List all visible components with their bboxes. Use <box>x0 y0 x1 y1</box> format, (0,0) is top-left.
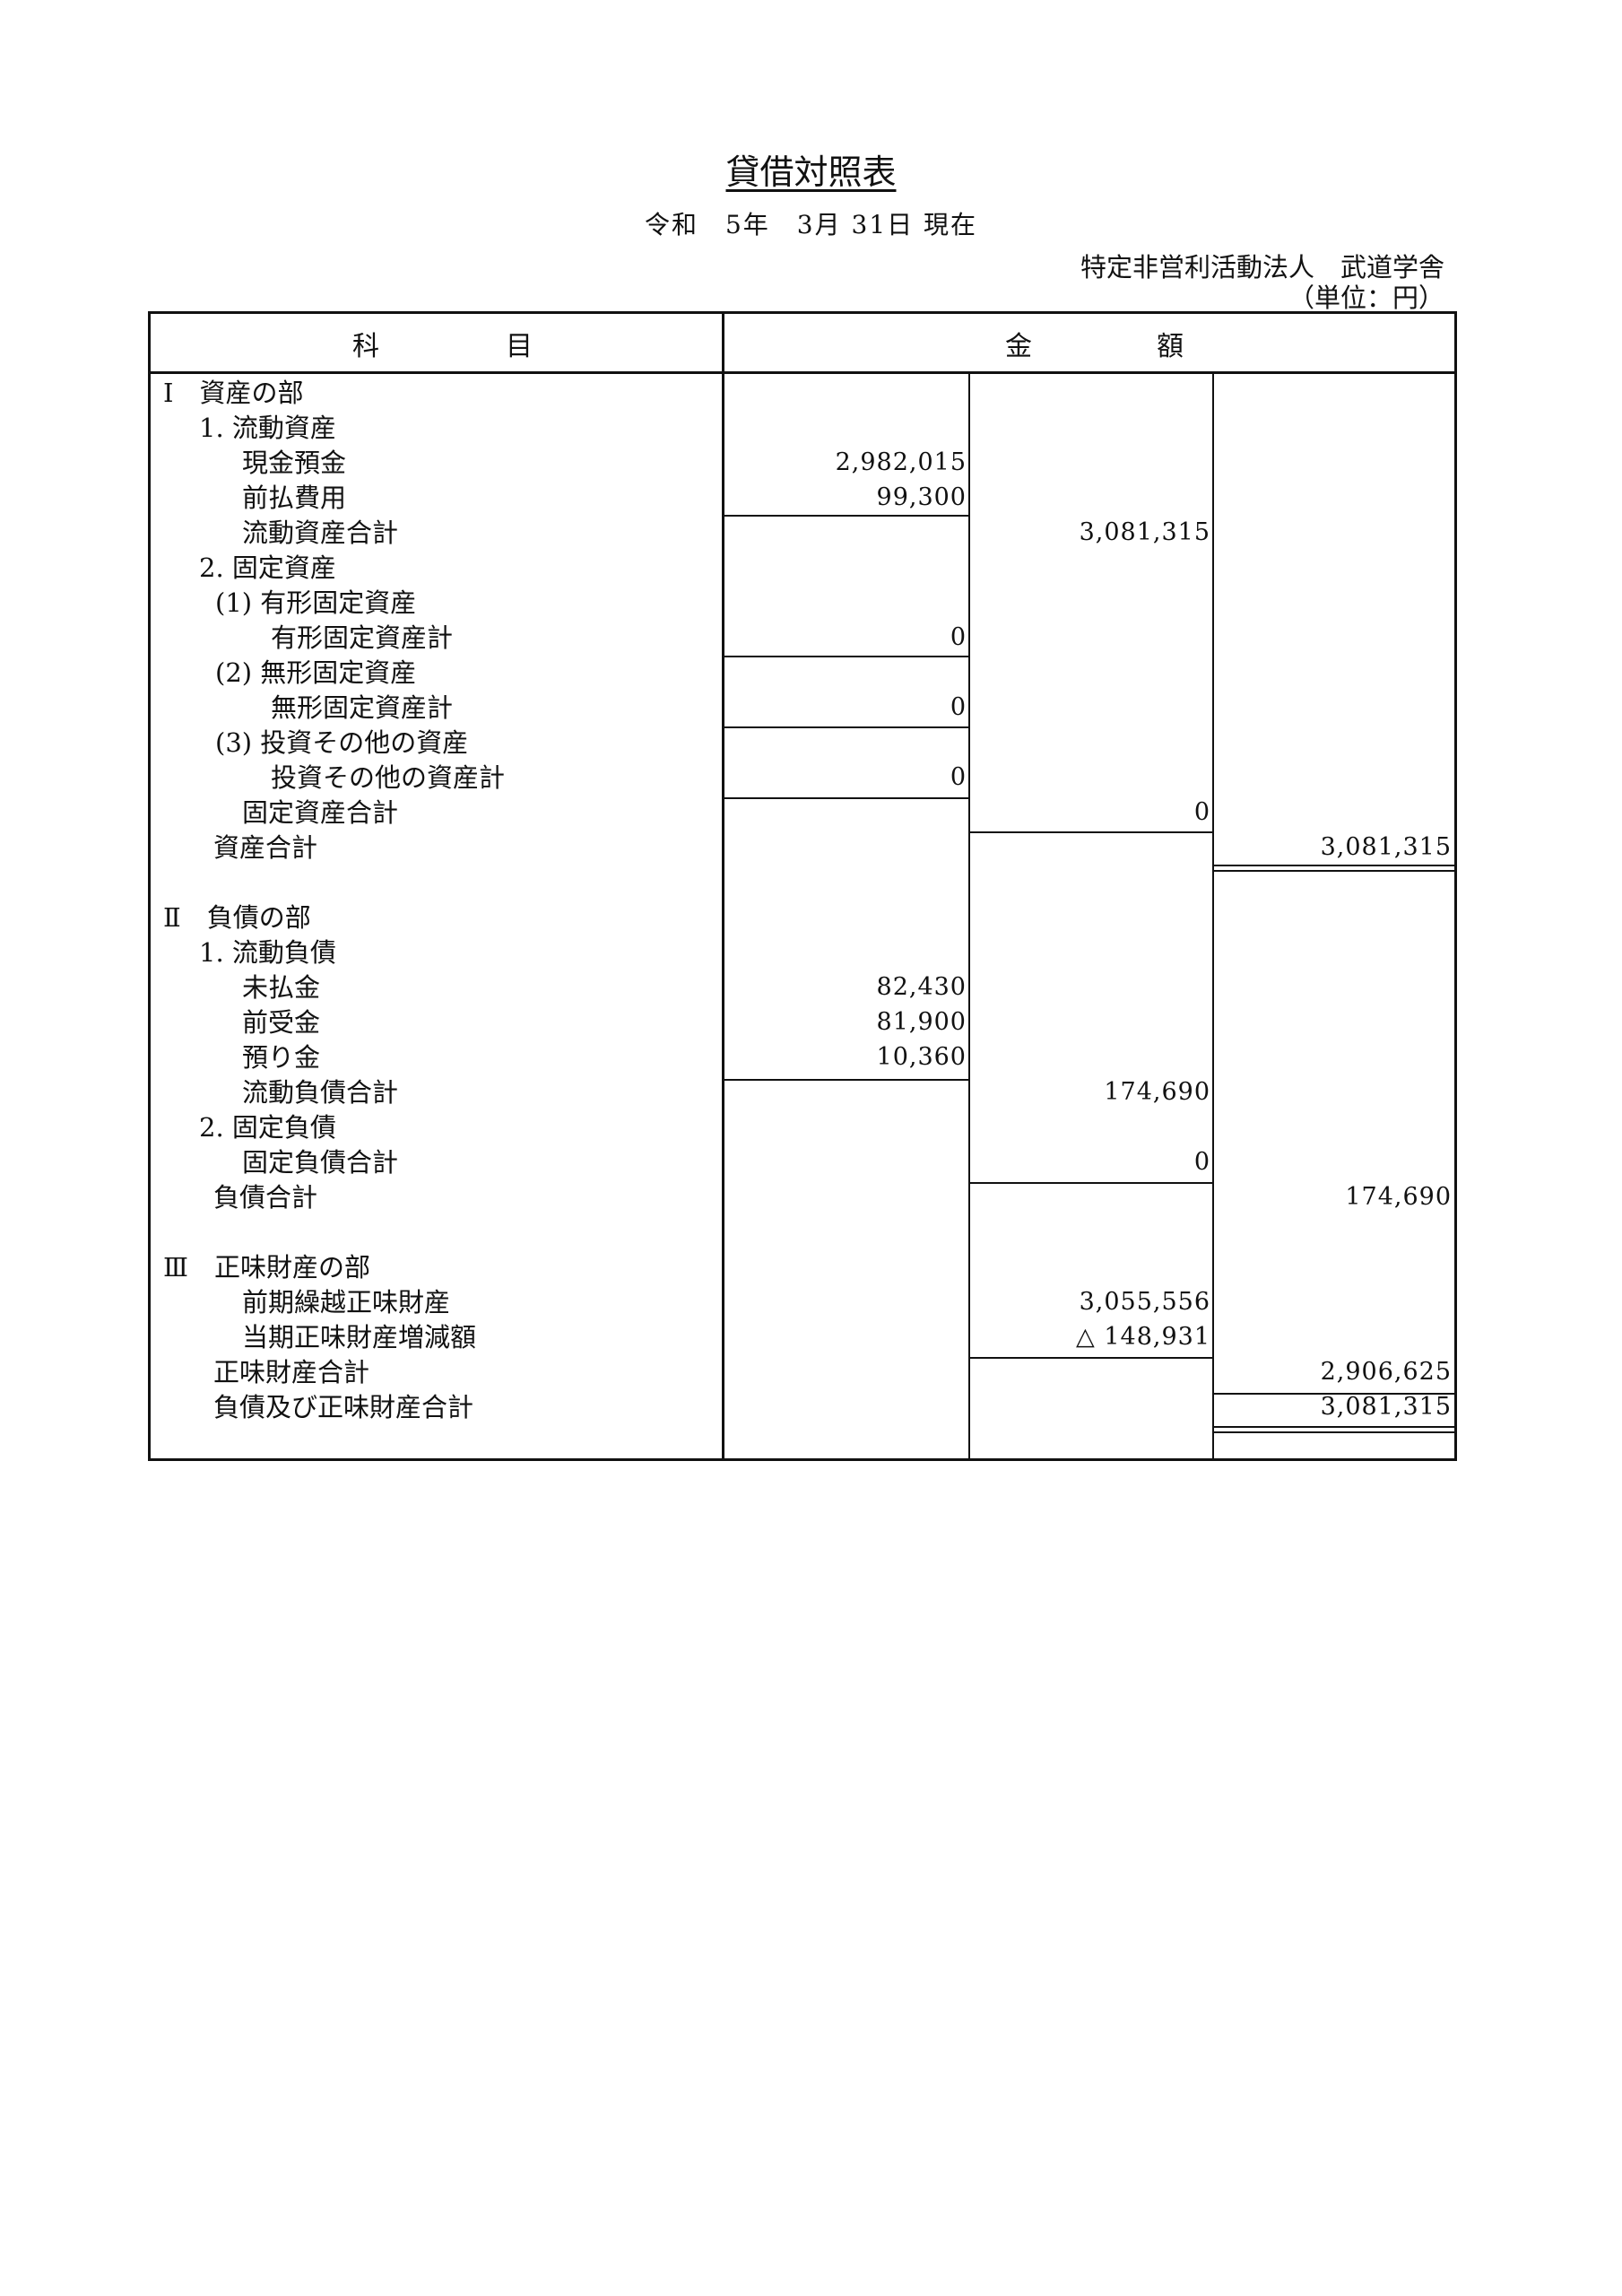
amount-col3: 3,081,315 <box>1320 833 1452 861</box>
row-label: 負債合計 <box>213 1182 318 1213</box>
amount-col1: 0 <box>950 763 967 791</box>
amount-col1: 82,430 <box>876 973 967 1001</box>
amount-col1: 81,900 <box>876 1008 967 1036</box>
row-label: Ⅰ 資産の部 <box>163 378 304 408</box>
row-label: 流動資産合計 <box>242 517 399 548</box>
header-amount-2: 額 <box>1157 331 1184 362</box>
header-subject-1: 科 <box>352 331 379 362</box>
total-line <box>1214 1393 1454 1395</box>
header-subject-2: 目 <box>506 331 533 362</box>
amount-col3: 3,081,315 <box>1320 1393 1452 1421</box>
total-double-line-bottom <box>1214 870 1454 872</box>
amount-col3: 2,906,625 <box>1320 1358 1452 1386</box>
amount-col2: 0 <box>1193 1148 1210 1176</box>
header-amount-1: 金 <box>1005 331 1032 362</box>
total-double-line-top <box>1214 1426 1454 1428</box>
document-title: 貸借対照表 <box>725 152 897 192</box>
amount-col1: 2,982,015 <box>835 448 967 476</box>
total-double-line-top <box>1214 865 1454 866</box>
unit-label: （単位：円） <box>1288 283 1444 313</box>
amount-col1: 0 <box>950 623 967 651</box>
row-label: 未払金 <box>242 972 321 1003</box>
amount-col2: 3,081,315 <box>1079 518 1210 546</box>
amount-col3: 174,690 <box>1345 1183 1452 1211</box>
row-label: 固定負債合計 <box>242 1147 399 1178</box>
subtotal-line <box>724 726 968 728</box>
row-label: 無形固定資産計 <box>271 692 454 723</box>
row-label: 前払費用 <box>242 483 347 513</box>
report-date: 令和 5年 3月 31日 現在 <box>644 210 978 239</box>
row-label: Ⅱ 負債の部 <box>163 902 311 933</box>
table-right-border <box>1454 311 1457 1461</box>
subtotal-line <box>724 656 968 657</box>
subtotal-line <box>970 831 1212 833</box>
row-label: Ⅲ 正味財産の部 <box>163 1252 370 1283</box>
row-label: 固定資産合計 <box>242 797 399 828</box>
row-label: 当期正味財産増減額 <box>242 1322 477 1352</box>
row-label: 前期繰越正味財産 <box>242 1287 451 1318</box>
subtotal-line <box>724 797 968 799</box>
row-label: 負債及び正味財産合計 <box>213 1392 474 1422</box>
amount-col1: 10,360 <box>876 1043 967 1071</box>
amount-col1: 0 <box>950 693 967 721</box>
row-label: 2. 固定負債 <box>199 1112 336 1143</box>
row-label: 正味財産合計 <box>213 1357 370 1387</box>
subtotal-line <box>970 1182 1212 1184</box>
amount-col2: 0 <box>1193 798 1210 826</box>
amount-col-divider-2 <box>1212 374 1214 1460</box>
amount-col-divider-1 <box>968 374 970 1460</box>
subject-amount-divider <box>722 311 724 1461</box>
amount-col2: △ 148,931 <box>1076 1323 1210 1351</box>
subtotal-line <box>724 1079 968 1081</box>
row-label: 有形固定資産計 <box>271 622 454 653</box>
amount-col2: 174,690 <box>1104 1078 1210 1106</box>
subtotal-line <box>724 515 968 517</box>
row-label: 資産合計 <box>213 832 318 863</box>
row-label: (2) 無形固定資産 <box>215 657 417 688</box>
row-label: 2. 固定資産 <box>199 552 336 583</box>
row-label: 1. 流動負債 <box>199 937 336 968</box>
row-label: 前受金 <box>242 1007 321 1038</box>
table-header-divider <box>148 371 1457 374</box>
table-bottom-border <box>148 1458 1457 1461</box>
table-top-border <box>148 311 1457 314</box>
total-double-line-bottom <box>1214 1431 1454 1433</box>
table-left-border <box>148 311 151 1461</box>
row-label: 現金預金 <box>242 448 347 478</box>
row-label: (1) 有形固定資産 <box>215 587 417 618</box>
row-label: 預り金 <box>242 1042 321 1073</box>
amount-col2: 3,055,556 <box>1079 1288 1210 1316</box>
row-label: (3) 投資その他の資産 <box>215 727 469 758</box>
organization-name: 特定非営利活動法人 武道学舎 <box>1080 252 1444 283</box>
row-label: 流動負債合計 <box>242 1077 399 1108</box>
row-label: 投資その他の資産計 <box>271 762 506 793</box>
subtotal-line <box>970 1357 1212 1359</box>
amount-col1: 99,300 <box>876 483 967 511</box>
row-label: 1. 流動資産 <box>199 413 336 443</box>
